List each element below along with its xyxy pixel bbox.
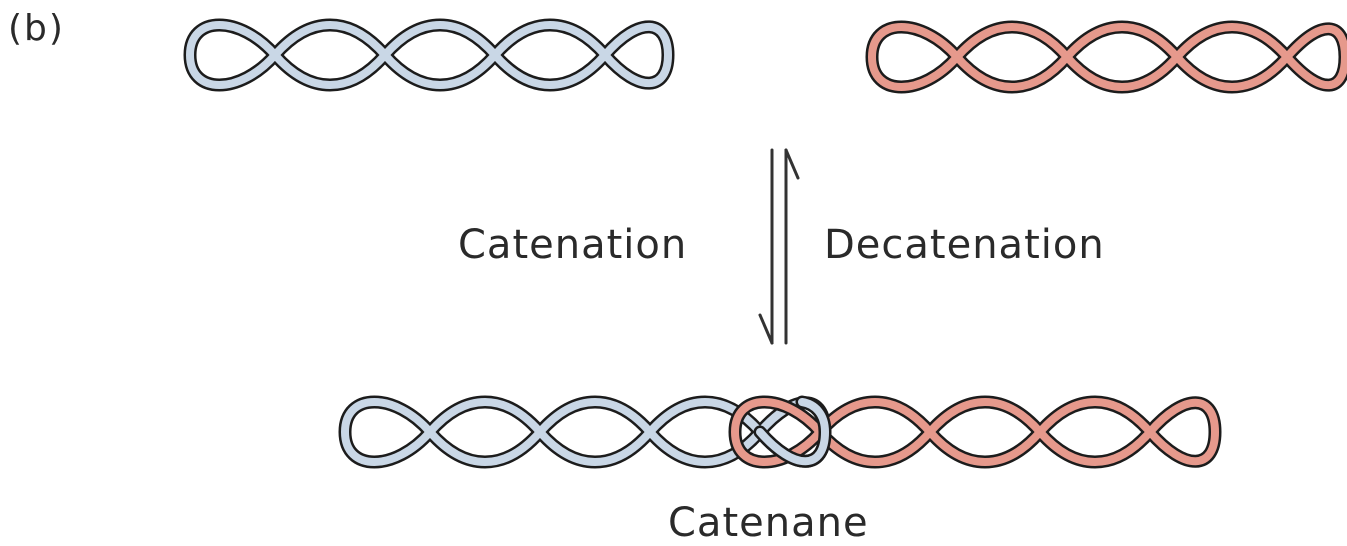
catenane-label: Catenane: [668, 500, 869, 546]
catenane-blue-ring: [338, 395, 832, 469]
decatenation-label: Decatenation: [824, 222, 1105, 268]
equilibrium-arrows: [758, 148, 800, 345]
panel-label: (b): [8, 8, 65, 49]
blue-supercoiled-dna: [183, 18, 675, 92]
catenation-label: Catenation: [458, 222, 688, 268]
reverse-arrowhead: [784, 148, 800, 180]
red-supercoiled-dna: [865, 20, 1347, 94]
forward-arrowhead: [758, 313, 774, 345]
catenane-red-ring: [728, 395, 1222, 469]
catenane-interlock-overpass: [753, 395, 832, 468]
